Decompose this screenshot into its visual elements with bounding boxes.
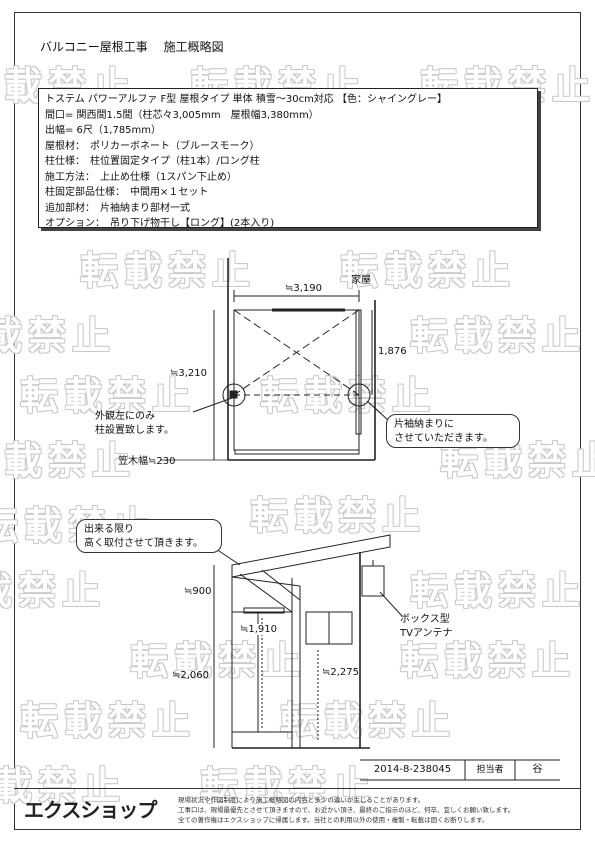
note-right-line: 片袖納まりに — [394, 419, 454, 430]
info-table — [360, 759, 560, 781]
note-left-line: 柱設置致します。 — [95, 425, 174, 436]
dim-1910-label: ≒1,910 — [240, 624, 278, 635]
note-top-callout: 出来る限り 高く取付させて頂きます。 — [76, 519, 222, 553]
spec-line-parts: 柱固定部品仕様： 中間用×１セット — [45, 187, 209, 198]
notice-line: 全ての著作権はエクスショップに帰属します。当社との利用以外の使用・複製・転載は固… — [178, 816, 489, 824]
footer-bar — [14, 788, 581, 831]
staff-label: 担当者 — [476, 765, 504, 775]
hanger-rail — [243, 607, 285, 614]
antenna-label: ボックス型 TVアンテナ — [400, 613, 453, 641]
dim-left-label: ≒3,210 — [170, 368, 208, 379]
spec-line-frontage: 間口= 関西間1.5間（柱芯々3,005mm 屋根幅3,380mm） — [45, 109, 319, 121]
leader-antenna — [379, 591, 403, 617]
brace-b — [261, 569, 301, 601]
leader-left — [192, 397, 233, 413]
note-left-line: 外観左にのみ — [95, 411, 155, 422]
spec-line-roof: 屋根材： ポリカーボネート（ブルースモーク） — [45, 140, 260, 152]
note-right-callout: 片袖納まりに させていただきます。 — [386, 414, 520, 448]
antenna-label-line: ボックス型 — [400, 614, 450, 625]
note-top-line: 高く取付させて頂きます。 — [84, 538, 203, 549]
brace-a — [239, 573, 293, 613]
tv-antenna-box — [361, 565, 385, 597]
drawing-sheet — [14, 12, 581, 830]
house-label: 家屋 — [351, 275, 371, 286]
notice-line: 現場状況や作図制度により施工概略図の内容と多少の違いが生じることがあります。 — [178, 796, 425, 804]
dim-900-label: ≒900 — [184, 586, 212, 597]
brand-logo: エクスショップ — [24, 798, 157, 822]
elevation-view — [209, 534, 403, 749]
leader-right — [366, 400, 389, 421]
dim-2275-label: ≒2,275 — [322, 667, 360, 678]
dim-2060-label: ≒2,060 — [172, 670, 210, 681]
roof-panel — [231, 534, 391, 578]
notice-line: 工事口は、現場最優先とさせて頂きますので、お近かい頂き、最終のご指示のほど、何卒… — [178, 806, 515, 814]
page-title: バルコニー屋根工事 施工概略図 — [40, 40, 224, 54]
doc-number: 2014-8-238045 — [373, 764, 452, 775]
balcony-outline — [233, 309, 360, 451]
post-circle-right — [347, 383, 371, 407]
spec-line-post: 柱仕様： 柱位置固定タイプ（柱1本）/ロング柱 — [45, 156, 260, 167]
staff-name: 谷 — [532, 764, 543, 775]
gutter-line — [231, 576, 301, 587]
balcony-parapet — [234, 449, 360, 455]
copyright-notice: 現場状況や作図制度により施工概略図の内容と多少の違いが生じることがあります。 工… — [178, 795, 514, 825]
note-right-line: させていただきます。 — [394, 433, 493, 444]
spec-line-product: トステム パワーアルファ F型 屋根タイプ 単体 積雪～30cm対応 【色：シャ… — [45, 94, 447, 105]
side-panel — [355, 309, 362, 435]
note-top-line: 出来る限り — [84, 524, 134, 535]
roof-diagonal-b — [233, 309, 360, 396]
post-marker — [229, 390, 238, 399]
plan-view — [160, 258, 389, 461]
spec-line-depth: 出幅= 6尺（1,785mm） — [45, 125, 162, 136]
dim-right-label: 1,876 — [378, 346, 407, 357]
spec-line-option: オプション： 吊り下げ物干し【ロング】(2本入り) — [45, 218, 275, 229]
post-circle-left — [222, 383, 246, 407]
note-left-post: 外観左にのみ 柱設置致します。 — [95, 410, 174, 438]
antenna-label-line: TVアンテナ — [400, 628, 453, 639]
dim-kasagi-label: 笠木幅≒230 — [118, 456, 176, 467]
spec-line-method: 施工方法： 上止め仕様（1スパン下止め） — [45, 171, 237, 183]
dim-width-label: ≒3,190 — [285, 283, 323, 294]
spec-line-extra: 追加部材： 片袖納まり部材一式 — [45, 202, 190, 214]
spec-box: トステム パワーアルファ F型 屋根タイプ 単体 積雪～30cm対応 【色：シャ… — [38, 88, 538, 229]
